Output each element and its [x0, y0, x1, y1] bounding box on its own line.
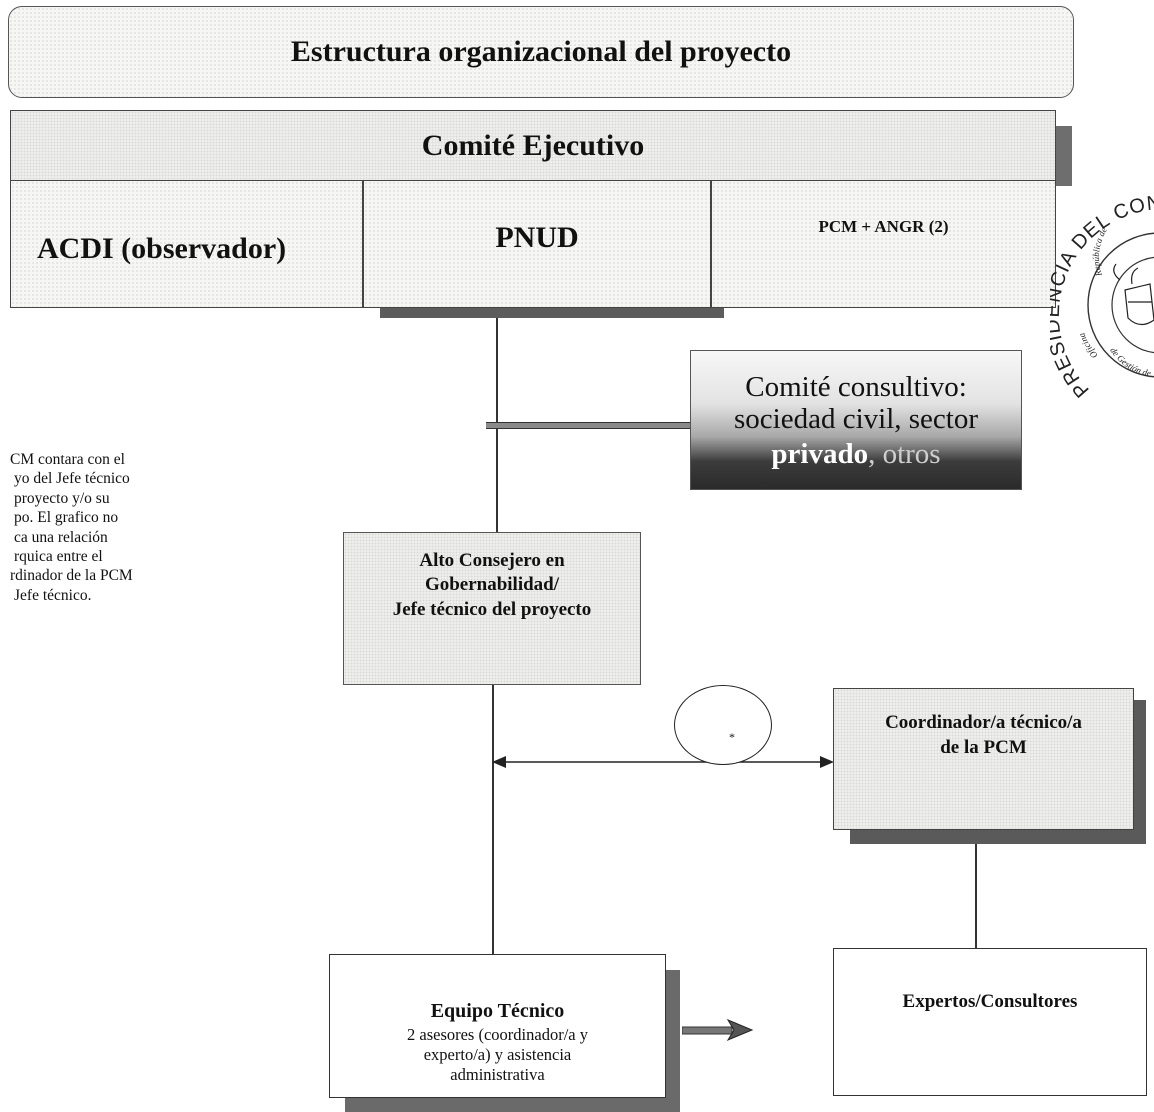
comite-ejecutivo-label: Comité Ejecutivo: [421, 129, 645, 162]
connector-line: [975, 844, 977, 948]
shadow: [666, 970, 680, 1104]
side-note-line: rdinador de la PCM: [10, 567, 133, 585]
equipo-tecnico-line: experto/a) y asistencia: [423, 1044, 572, 1064]
equipo-tecnico-line: administrativa: [450, 1064, 545, 1084]
comite-ejecutivo-header: Comité Ejecutivo: [10, 110, 1056, 182]
expertos-box: Expertos/Consultores: [833, 948, 1147, 1096]
coordinador-box: Coordinador/a técnico/a de la PCM: [833, 688, 1134, 830]
connector-line: [492, 685, 494, 955]
side-note-line: CM contara con el: [10, 451, 125, 468]
alto-consejero-line: Gobernabilidad/: [424, 574, 560, 596]
expertos-label: Expertos/Consultores: [902, 991, 1078, 1012]
alto-consejero-box: Alto Consejero en Gobernabilidad/ Jefe t…: [343, 532, 641, 685]
side-note-line: ca una relación: [14, 528, 108, 546]
equipo-tecnico-box: Equipo Técnico 2 asesores (coordinador/a…: [329, 954, 666, 1098]
thick-arrow: [682, 1018, 754, 1042]
side-note-line: proyecto y/o su: [14, 489, 110, 507]
side-note-line: Jefe técnico.: [14, 586, 92, 604]
member-acdi: ACDI (observador): [10, 180, 363, 308]
coordinador-line: de la PCM: [940, 736, 1027, 758]
side-note-line: rquica entre el: [14, 547, 103, 565]
annotation-ellipse: [674, 685, 772, 765]
member-acdi-label: ACDI (observador): [37, 232, 287, 265]
side-note: CM contara con el yo del Jefe técnico pr…: [0, 450, 180, 605]
shadow: [345, 1098, 680, 1112]
coordinador-line: Coordinador/a técnico/a: [885, 712, 1082, 733]
alto-consejero-line: Jefe técnico del proyecto: [392, 598, 592, 620]
member-pnud-label: PNUD: [495, 221, 579, 254]
seal-stamp: PRESIDENCIA DEL CONS República de Oficin…: [1050, 180, 1154, 400]
svg-text:Oficina: Oficina: [1076, 331, 1099, 360]
double-arrow: [492, 756, 834, 768]
consultivo-line-2: sociedad civil, sector: [734, 403, 978, 436]
side-note-line: yo del Jefe técnico: [14, 470, 130, 488]
ellipse-mark: *: [729, 730, 735, 744]
seal-icon: PRESIDENCIA DEL CONS República de Oficin…: [1050, 192, 1154, 400]
consultivo-rest: , otros: [868, 437, 941, 470]
comite-consultivo-box: Comité consultivo: sociedad civil, secto…: [690, 350, 1022, 490]
member-pnud: PNUD: [363, 180, 711, 308]
member-pcm-angr: PCM + ANGR (2): [711, 180, 1056, 308]
consultivo-highlight: privado: [771, 437, 869, 470]
side-note-line: po. El grafico no: [14, 509, 119, 527]
shadow: [380, 308, 724, 318]
equipo-tecnico-title: Equipo Técnico: [430, 1000, 565, 1022]
diagram-title: Estructura organizacional del proyecto: [290, 35, 792, 68]
shadow: [1056, 126, 1072, 186]
seal-inner-text: Oficina: [1076, 331, 1099, 360]
member-pcm-angr-label: PCM + ANGR (2): [818, 217, 949, 236]
shadow: [850, 830, 1146, 844]
consultivo-line-3: privado, otros: [691, 438, 1021, 470]
alto-consejero-line: Alto Consejero en: [419, 550, 565, 571]
consultivo-line-1: Comité consultivo:: [745, 371, 967, 403]
connector-to-consultivo: [486, 422, 690, 429]
diagram-title-box: Estructura organizacional del proyecto: [8, 6, 1074, 98]
shadow: [1134, 700, 1146, 844]
equipo-tecnico-line: 2 asesores (coordinador/a y: [407, 1025, 588, 1044]
